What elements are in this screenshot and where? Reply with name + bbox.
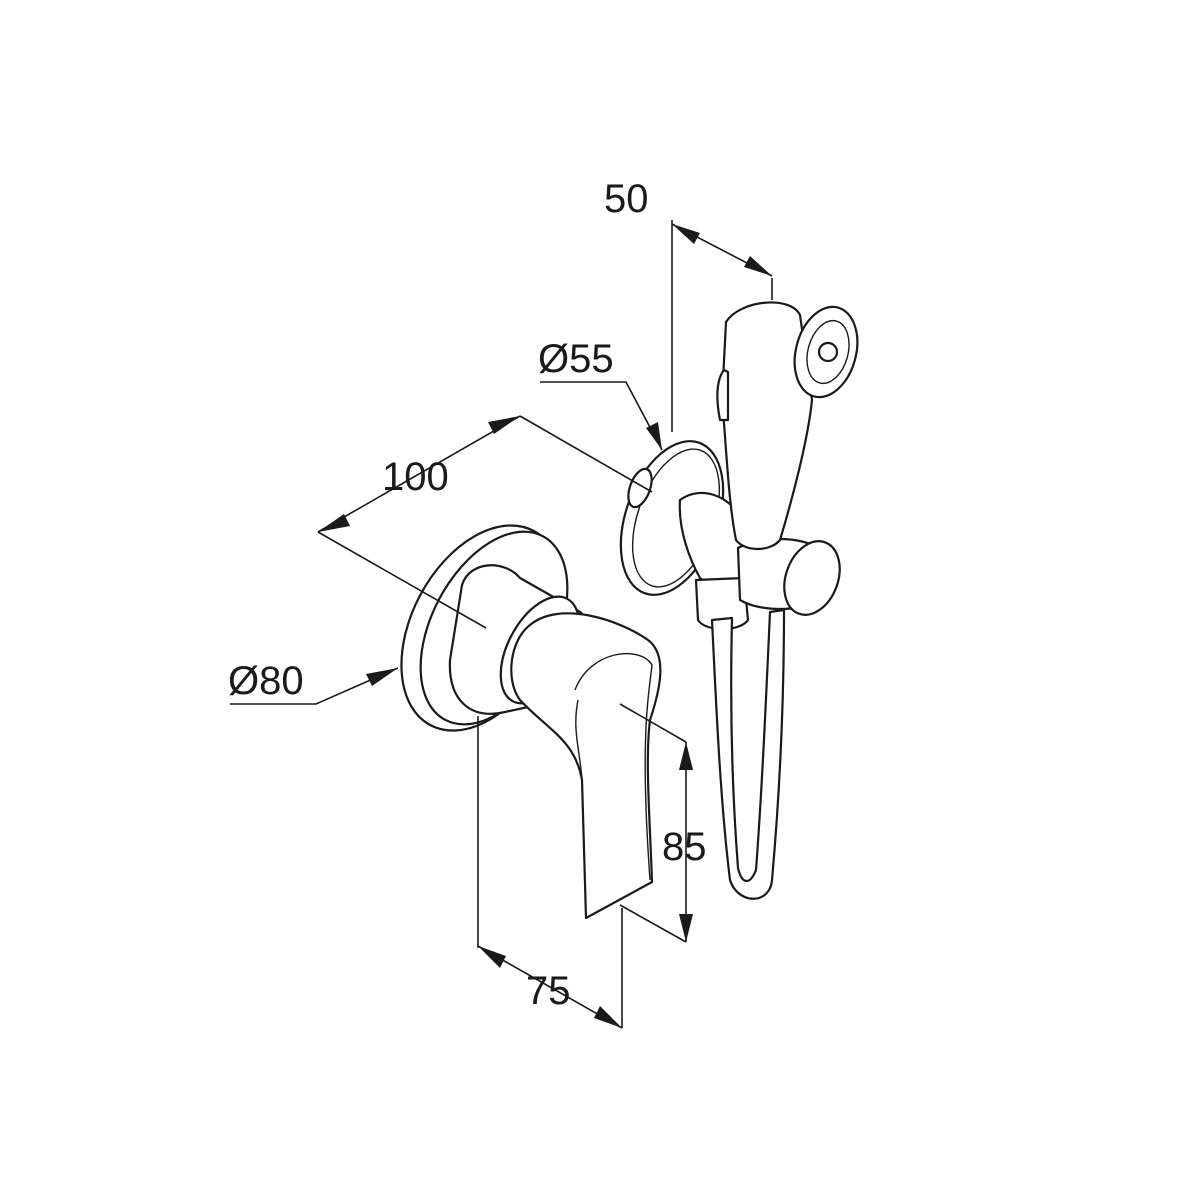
dim-80-arrow <box>366 668 398 686</box>
dim-50-arrow-right <box>744 256 772 276</box>
dim-100-ext-bottom <box>317 531 487 629</box>
dim-label-85: 85 <box>662 825 707 869</box>
dimension-lines <box>230 220 773 1029</box>
dim-85-arrow-top <box>679 742 693 770</box>
dim-55-arrow <box>646 422 662 450</box>
dim-50-arrow-left <box>672 224 700 244</box>
handshower-body <box>720 301 814 551</box>
dim-100-ext-top <box>519 415 653 493</box>
dim-100-arrow-left <box>318 514 350 532</box>
dim-label-50: 50 <box>604 177 649 221</box>
dim-label-80: Ø80 <box>228 659 304 703</box>
dim-75-arrow-right <box>594 1006 622 1028</box>
dim-85-ext-top <box>619 703 687 743</box>
dim-100-line <box>317 415 521 533</box>
mixer-lever <box>510 612 662 920</box>
dim-label-75: 75 <box>526 969 571 1013</box>
concealed-mixer <box>400 524 662 920</box>
handshower-trigger <box>716 368 730 422</box>
dim-55-leader <box>540 381 663 451</box>
dimension-labels: 50 Ø55 100 Ø80 85 75 <box>228 177 707 1013</box>
dim-label-100: 100 <box>382 455 449 499</box>
spray-nozzle <box>817 341 839 363</box>
mixer-lever-face <box>574 652 653 881</box>
handshower-set <box>619 301 859 900</box>
hose <box>710 608 786 900</box>
dim-100-arrow-right <box>488 416 520 434</box>
dim-85-ext-bottom <box>619 904 687 943</box>
dim-label-55: Ø55 <box>538 337 614 381</box>
dim-75-arrow-left <box>478 946 506 968</box>
mixer-lever-edge <box>575 699 587 919</box>
spray-face <box>806 319 850 385</box>
holder-knob <box>783 540 841 616</box>
dim-85-arrow-bottom <box>679 914 693 942</box>
